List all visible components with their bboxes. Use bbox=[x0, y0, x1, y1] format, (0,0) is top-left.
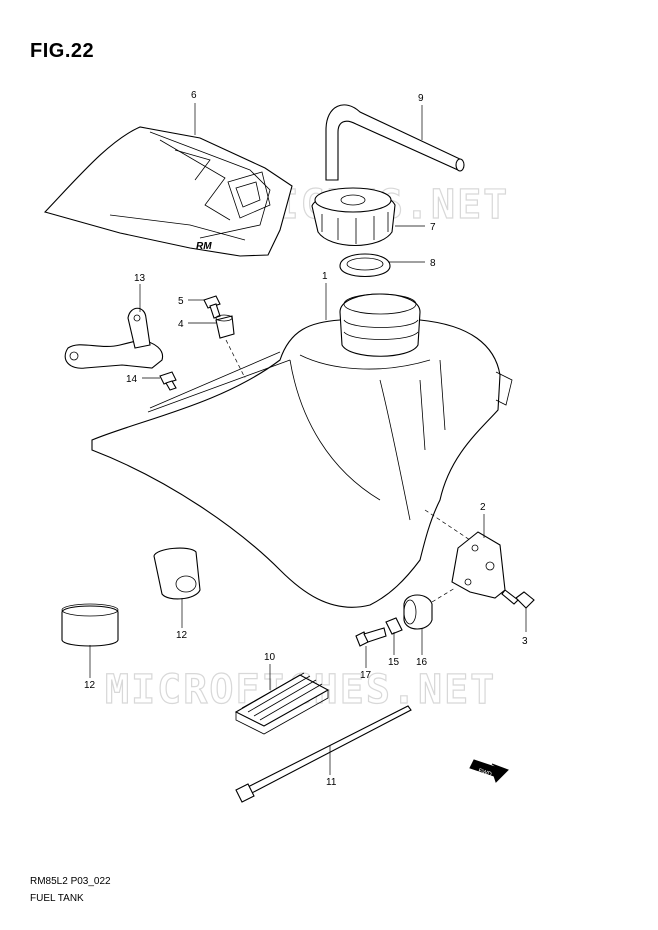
callout-9: 9 bbox=[418, 93, 424, 104]
mount-line-16 bbox=[431, 587, 456, 603]
breather-hose-part bbox=[325, 104, 465, 181]
shroud-decal-part: RM bbox=[43, 126, 293, 257]
callout-16: 16 bbox=[416, 657, 428, 668]
collar-15-part bbox=[385, 617, 403, 635]
callout-3: 3 bbox=[522, 636, 528, 647]
figure-title: FIG.22 bbox=[30, 40, 95, 62]
fwd-text: FWD bbox=[477, 768, 492, 778]
mount-line-4 bbox=[225, 339, 246, 379]
callout-12-right: 12 bbox=[176, 630, 188, 641]
bolt-3-part bbox=[501, 589, 535, 609]
cable-tie-11-part bbox=[235, 705, 412, 803]
callout-6: 6 bbox=[191, 90, 197, 101]
bracket-part bbox=[64, 307, 164, 369]
bolt-17-part bbox=[355, 627, 387, 647]
fuel-cap-part bbox=[311, 187, 396, 247]
callout-4: 4 bbox=[178, 319, 184, 330]
callout-1: 1 bbox=[322, 271, 328, 282]
callout-11: 11 bbox=[326, 777, 337, 788]
callout-5: 5 bbox=[178, 296, 184, 307]
callout-8: 8 bbox=[430, 258, 436, 269]
cushion-12-left-part bbox=[61, 603, 119, 647]
callout-12-left: 12 bbox=[84, 680, 96, 691]
cushion-16-part bbox=[403, 594, 433, 630]
callout-14: 14 bbox=[126, 374, 138, 385]
fwd-arrow-icon: FWD bbox=[469, 759, 509, 783]
footer-code: RM85L2 P03_022 bbox=[30, 876, 111, 887]
callout-13: 13 bbox=[134, 273, 146, 284]
cap-gasket-part bbox=[339, 253, 391, 277]
callout-2: 2 bbox=[480, 502, 486, 513]
cushion-12-right-part bbox=[153, 547, 201, 600]
pad-10-part bbox=[234, 672, 330, 735]
footer-name: FUEL TANK bbox=[30, 893, 84, 904]
rear-bracket-part bbox=[451, 531, 506, 599]
callout-10: 10 bbox=[264, 652, 276, 663]
mount-line-2 bbox=[424, 509, 471, 541]
callout-15: 15 bbox=[388, 657, 400, 668]
callout-17: 17 bbox=[360, 670, 372, 681]
collar-4-part bbox=[215, 314, 235, 339]
screw-14-part bbox=[159, 371, 177, 391]
decal-logo: RM bbox=[196, 241, 212, 252]
callout-7: 7 bbox=[430, 222, 436, 233]
bolt-5-part bbox=[203, 295, 221, 319]
fuel-tank-part bbox=[91, 293, 513, 608]
